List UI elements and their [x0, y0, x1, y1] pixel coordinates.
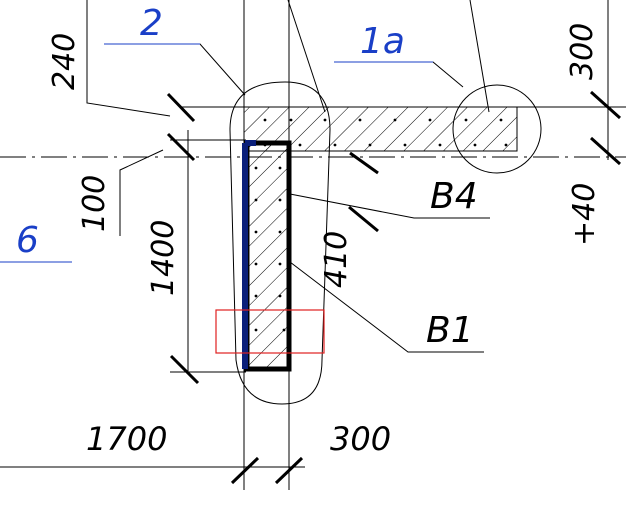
dimension-1400: 1400 [146, 220, 181, 296]
leader-240 [86, 0, 171, 117]
section-label-1a[interactable]: 1a [360, 21, 405, 62]
leader-top-b [469, 0, 490, 113]
dimension-410: 410 [319, 231, 354, 288]
element-label-b1[interactable]: B1 [426, 310, 474, 351]
dimension-minus-40: +40 [567, 183, 602, 246]
dimension-ticks [166, 90, 622, 485]
callout-circle-1a [452, 84, 542, 174]
section-label-6[interactable]: 6 [16, 220, 39, 261]
element-label-b4[interactable]: B4 [430, 176, 478, 217]
leader-100 [119, 149, 164, 236]
rebar-dots-b1 [254, 166, 286, 332]
leader-b1 [289, 261, 484, 353]
leader-b4 [289, 193, 490, 219]
dimension-240: 240 [47, 33, 82, 90]
selection-rectangle[interactable] [215, 309, 325, 354]
column-b1[interactable] [242, 140, 292, 372]
leader-1a [334, 61, 464, 88]
leader-top-a [287, 0, 326, 113]
leader-lines [0, 0, 490, 353]
dimension-100: 100 [77, 175, 112, 232]
dimension-300-bottom: 300 [330, 420, 391, 458]
callout-capsule-column [229, 81, 331, 405]
dimension-300-top: 300 [565, 23, 600, 80]
axis-lines [0, 0, 626, 490]
section-label-2[interactable]: 2 [140, 3, 163, 44]
callout-outlines [229, 81, 542, 405]
leader-2 [104, 43, 246, 96]
dimension-1700: 1700 [86, 420, 167, 458]
